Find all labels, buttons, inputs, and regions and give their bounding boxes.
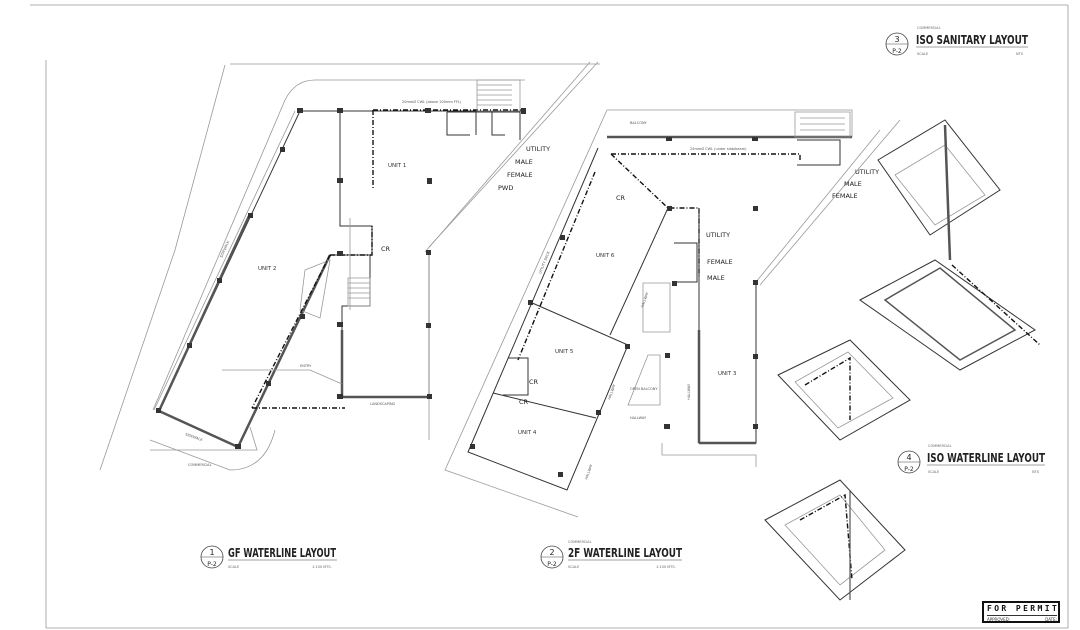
label-cr-2f-c: CR [519,398,529,406]
scale-value: 1:100 MTS. [312,565,332,569]
stamp-approval-line: APPROVED: DATE: [987,615,1057,622]
drawing-subtitle: COMMERCIAL [568,540,592,544]
drawing-title: 2F WATERLINE LAYOUT [568,546,683,560]
label-landscaping: LANDSCAPING [370,402,396,406]
drawing-subtitle: COMMERCIAL [928,444,952,448]
label-female-2f: FEMALE [707,258,733,266]
label-entry: ENTRY [300,364,312,368]
scale-label: SCALE [928,470,939,474]
label-male: MALE [515,158,533,166]
label-sidewalk-2: SIDEWALK [185,432,204,442]
scale-label: SCALE [917,52,928,56]
label-hallway-1: HALLWAY [640,291,650,308]
for-permit-stamp: FOR PERMIT APPROVED: DATE: [982,601,1060,623]
label-unit-5: UNIT 5 [555,349,574,355]
label-balcony: BALCONY [630,121,648,125]
scale-value: 1:100 MTS. [656,565,676,569]
label-hallway-4: HALLWAY [630,416,647,420]
label-male-iso: MALE [844,180,862,188]
scale-value: NTS [1016,52,1024,56]
pipe-note-2f: 25mmØ CWL (under slab/beam) [690,146,747,151]
label-unit-4: UNIT 4 [518,430,537,436]
drawing-number: 4 [906,453,911,462]
stamp-date: DATE: [1045,617,1057,622]
label-pwd: PWD [498,184,513,192]
scale-label: SCALE [568,565,579,569]
label-commercial: COMMERCIAL [188,463,212,467]
sheet-border [30,4,1069,629]
label-cr-2f: CR [616,194,626,202]
label-open-balcony: OPEN BALCONY [630,387,658,391]
stamp-approved: APPROVED: [987,617,1011,622]
label-utility: UTILITY [526,145,550,153]
title-block-1: 1 P-2 GF WATERLINE LAYOUT SCALE 1:100 MT… [200,545,337,569]
sheet-ref: P-2 [547,561,557,568]
label-sidewalk: SIDEWALK [219,240,230,259]
label-female: FEMALE [507,171,533,179]
label-unit-1: UNIT 1 [388,163,406,169]
sheet-ref: P-2 [892,48,902,55]
iso-waterline-sketch [764,339,911,601]
drawing-title: ISO WATERLINE LAYOUT [927,451,1046,465]
label-hallway-3: HALLWAY [687,383,691,400]
sheet-ref: P-2 [207,561,217,568]
iso-sanitary-sketch [859,119,1041,371]
drawing-title: GF WATERLINE LAYOUT [228,546,337,560]
scale-value: NTS [1032,470,1040,474]
label-unit-6: UNIT 6 [596,253,615,259]
stamp-title: FOR PERMIT [987,604,1060,613]
title-block-3: 3 P-2 COMMERCIAL ISO SANITARY LAYOUT SCA… [885,26,1029,56]
label-hallway-2: HALLWAY [607,383,617,400]
scale-label: SCALE [228,565,239,569]
label-female-iso: FEMALE [832,192,858,200]
label-cr-2f-b: CR [529,378,539,386]
pipe-note: 20mmØ CWL (above 200mm FFL) [402,99,462,104]
drawing-title: ISO SANITARY LAYOUT [916,33,1029,47]
label-hallway-5: HALLWAY [584,463,594,480]
sheet-ref: P-2 [904,466,914,473]
label-male-2f: MALE [707,274,725,282]
title-block-2: 2 P-2 COMMERCIAL 2F WATERLINE LAYOUT SCA… [540,540,683,569]
2f-waterline-plan: BALCONY UNIT 3 UNIT 4 UNIT 5 UNIT 6 UTIL… [444,109,901,518]
drawing-number: 3 [894,35,899,44]
drawing-number: 1 [209,548,214,557]
title-block-4: 4 P-2 COMMERCIAL ISO WATERLINE LAYOUT SC… [897,444,1046,474]
label-unit-3: UNIT 3 [718,371,737,377]
label-utility-iso: UTILITY [855,168,879,176]
drawing-subtitle: COMMERCIAL [917,26,941,30]
label-utility-2f: UTILITY [706,231,730,239]
drawing-number: 2 [549,548,554,557]
gf-waterline-plan: UNIT 1 UNIT 2 UTILITY MALE FEMALE PWD CR… [99,61,600,471]
label-cr: CR [381,245,391,253]
label-unit-2: UNIT 2 [258,266,276,272]
